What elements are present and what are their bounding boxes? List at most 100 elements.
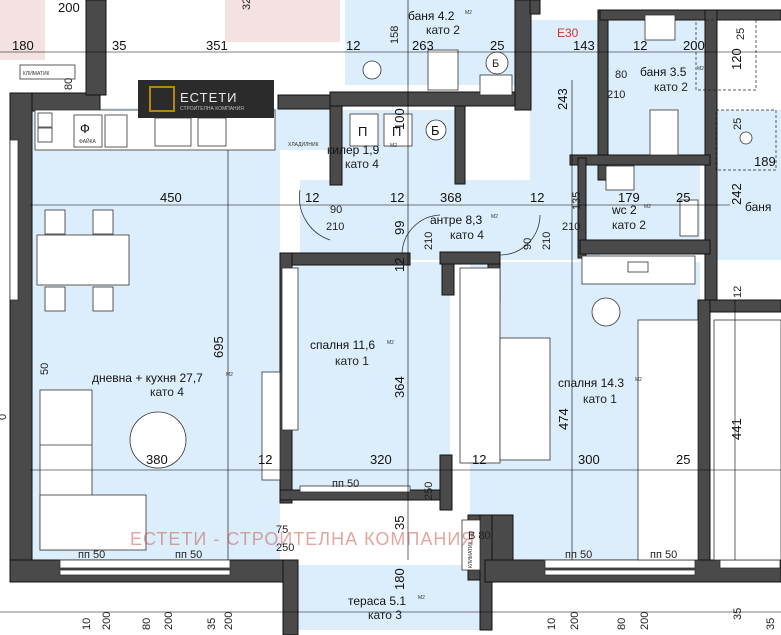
svg-text:180: 180 xyxy=(12,38,34,53)
bedroom1-floor xyxy=(290,262,450,500)
svg-text:25: 25 xyxy=(735,28,747,40)
room-label-hall: антре 8,3 М2 като 4 xyxy=(430,213,498,242)
ac-label-top: КЛИМАТИК xyxy=(23,71,50,77)
svg-text:200: 200 xyxy=(569,612,581,630)
ac-label-bottom: КЛИМАТИК xyxy=(468,541,474,568)
svg-text:М2: М2 xyxy=(635,377,642,383)
svg-text:баня 4.2: баня 4.2 xyxy=(408,9,455,23)
svg-text:441: 441 xyxy=(729,418,744,440)
svg-text:380: 380 xyxy=(146,452,168,467)
svg-text:12: 12 xyxy=(530,190,544,205)
svg-text:80: 80 xyxy=(63,78,75,90)
svg-text:90: 90 xyxy=(330,204,342,216)
pantry-door-top-2 xyxy=(383,113,413,147)
svg-text:200: 200 xyxy=(683,38,705,53)
bedroom1-wardrobe-left xyxy=(281,267,299,431)
svg-text:243: 243 xyxy=(555,88,570,110)
right-bath-shower xyxy=(715,109,777,171)
bath-top-drain xyxy=(362,60,382,80)
bath1-sink xyxy=(644,14,676,41)
svg-text:като 4: като 4 xyxy=(450,228,484,242)
svg-text:474: 474 xyxy=(556,408,571,430)
svg-text:12: 12 xyxy=(258,452,272,467)
fridge-label: ХЛАДИЛНИК xyxy=(288,142,319,148)
svg-text:210: 210 xyxy=(423,232,435,250)
svg-text:158: 158 xyxy=(389,26,401,44)
window-label-5: пп 50 xyxy=(650,549,677,561)
svg-text:263: 263 xyxy=(412,38,434,53)
pantry-p-2: П xyxy=(392,124,401,139)
svg-text:200: 200 xyxy=(163,612,175,630)
wardrobe-bedroom2 xyxy=(459,267,501,464)
svg-text:25: 25 xyxy=(676,190,690,205)
svg-text:695: 695 xyxy=(211,336,226,358)
wc-sink xyxy=(605,165,635,191)
room-label-bath-right: баня xyxy=(745,200,771,214)
room-label-living: дневна + кухня 27,7 М2 като 4 xyxy=(92,371,233,399)
svg-text:90: 90 xyxy=(522,238,534,250)
dimension-lines xyxy=(0,0,781,613)
svg-text:35: 35 xyxy=(112,38,126,53)
window-label-4: пп 50 xyxy=(565,549,592,561)
room-label-terrace: тераса 5.1 М2 като 3 xyxy=(348,594,425,622)
bed-right xyxy=(713,319,781,561)
logo-tagline: СТРОИТЕЛНА КОМПАНИЯ xyxy=(180,106,244,112)
svg-text:364: 364 xyxy=(392,376,407,398)
svg-text:100: 100 xyxy=(392,108,407,130)
svg-text:тераса 5.1: тераса 5.1 xyxy=(348,594,406,608)
room-label-pantry: килер 1,9 М2 като 4 xyxy=(327,143,397,171)
svg-text:като 1: като 1 xyxy=(335,354,369,368)
svg-text:200: 200 xyxy=(639,612,651,630)
room-label-bedroom1: спалня 11,6 М2 като 1 xyxy=(310,338,394,368)
svg-text:12: 12 xyxy=(390,190,404,205)
ac-unit-top xyxy=(19,64,76,80)
ac-unit-bottom xyxy=(461,519,481,571)
hood-label: ФАЙКА xyxy=(79,137,97,145)
svg-text:50: 50 xyxy=(39,363,51,375)
right-bath-drain xyxy=(739,131,753,145)
pantry-b-mark: Б xyxy=(431,123,440,138)
svg-text:210: 210 xyxy=(562,221,580,233)
svg-text:200: 200 xyxy=(223,612,235,630)
pantry-heater-icon xyxy=(425,119,447,141)
svg-text:12: 12 xyxy=(346,38,360,53)
svg-text:спалня 14.3: спалня 14.3 xyxy=(558,376,624,390)
corridor-floor xyxy=(530,20,600,260)
svg-text:12: 12 xyxy=(392,258,407,272)
coffee-table xyxy=(129,411,187,469)
desk-keyboard xyxy=(627,261,649,273)
svg-text:80: 80 xyxy=(616,618,628,630)
svg-text:35: 35 xyxy=(206,618,218,630)
svg-text:М2: М2 xyxy=(491,214,498,220)
svg-text:0: 0 xyxy=(0,414,9,420)
svg-text:12: 12 xyxy=(305,190,319,205)
company-logo: ЕСТЕТИ СТРОИТЕЛНА КОМПАНИЯ xyxy=(138,80,274,118)
bath1-toilet xyxy=(649,109,679,156)
desk xyxy=(581,255,696,285)
svg-text:450: 450 xyxy=(160,190,182,205)
pantry-p-1: П xyxy=(358,124,367,139)
room-label-bath-top: баня 4.2 М2 като 2 xyxy=(408,9,472,37)
svg-text:189: 189 xyxy=(754,154,776,169)
svg-text:99: 99 xyxy=(392,221,407,235)
svg-text:300: 300 xyxy=(578,452,600,467)
room-label-bath1: баня 3.5 М2 като 2 xyxy=(640,65,704,94)
svg-text:антре 8,3: антре 8,3 xyxy=(430,213,482,227)
svg-text:35: 35 xyxy=(392,516,407,530)
svg-text:12: 12 xyxy=(472,452,486,467)
watermark-text: ЕСТЕТИ - СТРОИТЕЛНА КОМПАНИЯ xyxy=(130,529,475,549)
door-label-v80: В 80 xyxy=(468,530,491,542)
svg-text:10: 10 xyxy=(81,618,93,630)
svg-text:242: 242 xyxy=(729,183,744,205)
living-door-arc xyxy=(299,189,331,241)
svg-text:като 2: като 2 xyxy=(426,23,460,37)
svg-text:210: 210 xyxy=(541,232,553,250)
entrance-mark: Е30 xyxy=(557,26,579,40)
svg-text:М2: М2 xyxy=(697,66,704,72)
room-label-bedroom2: спалня 14.3 М2 като 1 xyxy=(558,376,642,406)
svg-text:12: 12 xyxy=(732,286,744,298)
pantry-door-top xyxy=(349,113,379,147)
wc-toilet xyxy=(679,199,699,237)
vertical-dimension-numbers: 695 364 474 243 441 242 120 99 12 100 35… xyxy=(39,0,747,620)
